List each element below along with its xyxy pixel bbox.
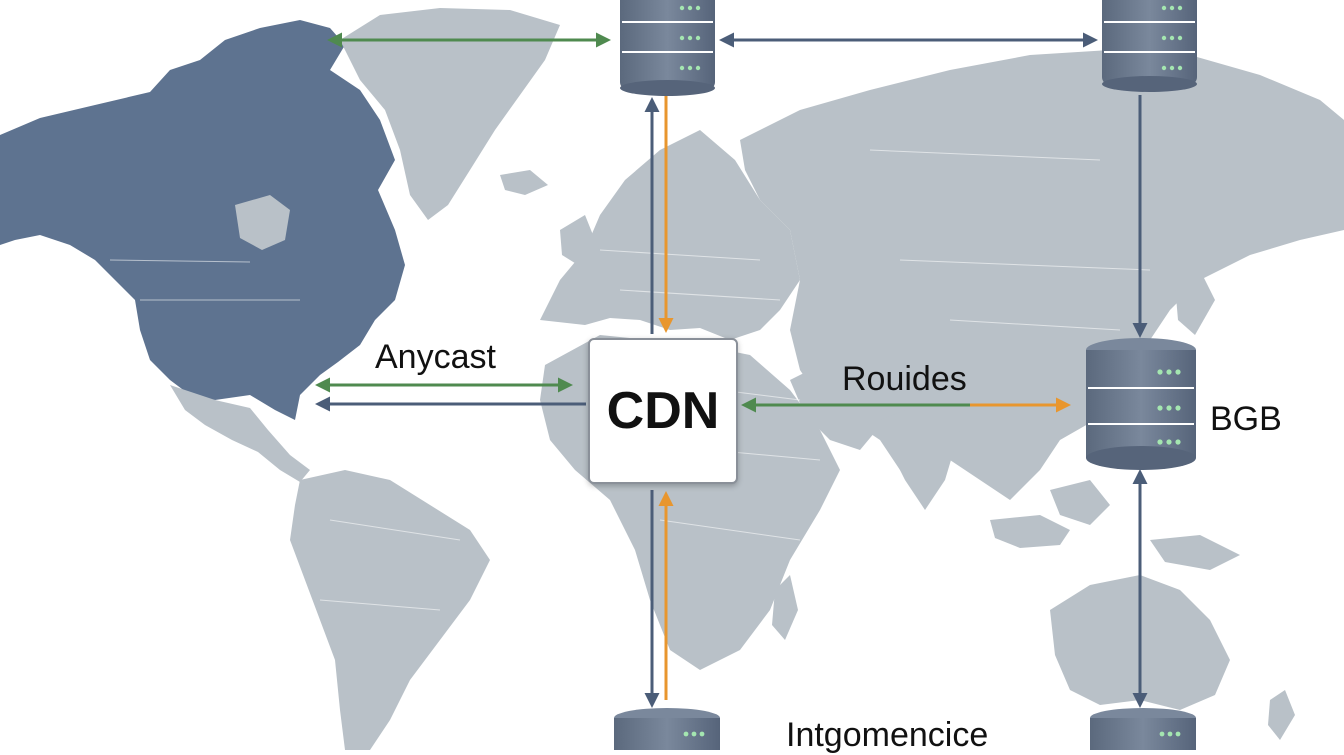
borneo-land [1050, 480, 1110, 525]
asia-land [740, 50, 1344, 500]
madagascar-land [772, 575, 798, 640]
new-zealand-land [1268, 690, 1295, 740]
bgp-label: BGB [1210, 400, 1282, 438]
south-america-land [290, 470, 490, 750]
routes-label: Rouides [842, 360, 967, 398]
indonesia-land [990, 515, 1070, 548]
iceland-land [500, 170, 548, 195]
greenland-land [340, 8, 560, 220]
new-guinea-land [1150, 535, 1240, 570]
database-server-icon [1102, 0, 1197, 92]
hudson-bay [235, 195, 290, 250]
anycast-label: Anycast [375, 338, 496, 376]
database-server-icon [1090, 708, 1196, 750]
cdn-label: CDN [606, 382, 720, 440]
central-america-land [170, 385, 310, 482]
database-server-icon [620, 0, 715, 96]
japan-land [1175, 270, 1215, 335]
connection-arrows [315, 32, 1148, 708]
europe-land [540, 130, 800, 340]
database-server-icon [614, 708, 720, 750]
cdn-node: CDN [588, 338, 738, 484]
database-server-icon [1086, 338, 1196, 470]
uk-land [560, 215, 595, 265]
bottom-label: Intgomencice [786, 716, 989, 754]
india-land [880, 400, 960, 510]
north-america-land [0, 20, 405, 420]
